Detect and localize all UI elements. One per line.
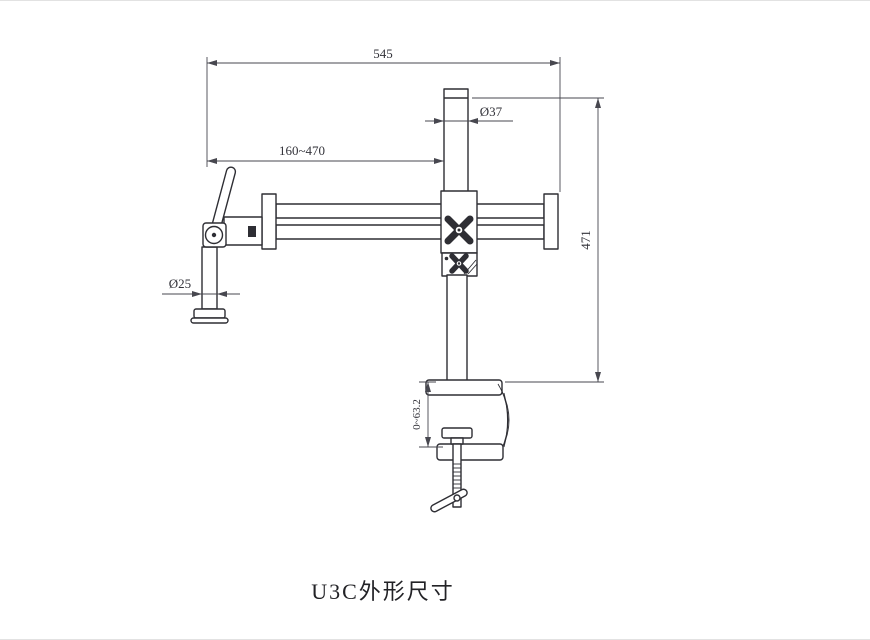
arrowhead xyxy=(434,118,444,124)
set-screw xyxy=(248,226,256,237)
clamp-pad-neck xyxy=(450,437,464,445)
dim-label-post-diameter: Ø25 xyxy=(169,276,191,291)
vertical-column xyxy=(443,88,469,194)
post-base xyxy=(190,317,229,324)
dim-label-overall-width: 545 xyxy=(373,46,393,61)
lock-knob-dot xyxy=(457,228,461,232)
left-post xyxy=(201,246,218,310)
arm-rail-lower xyxy=(275,224,545,240)
arrowhead xyxy=(207,158,217,164)
arrowhead xyxy=(192,291,202,297)
arrowhead xyxy=(425,437,431,447)
stand-geometry xyxy=(190,88,559,513)
lower-knob-dot xyxy=(457,262,461,265)
clamp-pad xyxy=(441,427,473,439)
dim-horizontal-range: 160~470 xyxy=(207,143,444,164)
focus-mount-block xyxy=(223,216,263,246)
clamp-back-inner xyxy=(503,392,508,448)
dim-overall-height: 471 xyxy=(472,97,604,383)
dim-label-horizontal-range: 160~470 xyxy=(279,143,325,158)
dimension-annotations: 545 160~470 Ø37 Ø25 xyxy=(162,46,604,448)
arm-rail-upper xyxy=(275,203,545,219)
arrowhead xyxy=(550,60,560,66)
dim-overall-width: 545 xyxy=(206,46,561,192)
clamp-screw-shaft xyxy=(452,443,462,508)
lower-block-dot xyxy=(444,256,449,261)
dim-clamp-opening: 0~63.2 xyxy=(411,381,443,448)
arrowhead xyxy=(207,60,217,66)
arrowhead xyxy=(434,158,444,164)
handle-junction xyxy=(453,494,461,502)
arm-right-cap xyxy=(543,193,559,250)
dim-label-overall-height: 471 xyxy=(578,230,593,250)
clamp-screw-handle xyxy=(430,488,468,513)
hatch-line xyxy=(467,263,478,275)
clamp-bottom-arm xyxy=(436,443,504,461)
clamp-back-mid xyxy=(500,388,509,452)
arrowhead xyxy=(468,118,478,124)
drawing-title: U3C外形尺寸 xyxy=(311,579,455,604)
arm-left-cap xyxy=(261,193,277,250)
post-foot xyxy=(193,308,226,319)
dim-label-column-diameter: Ø37 xyxy=(480,104,503,119)
arrowhead xyxy=(595,372,601,382)
arrowhead xyxy=(425,382,431,392)
arrowhead xyxy=(217,291,227,297)
clamp-top-plate xyxy=(425,379,503,396)
dim-post-diameter: Ø25 xyxy=(162,276,240,297)
arrowhead xyxy=(595,98,601,108)
joint-pivot-dot xyxy=(211,232,217,238)
lower-column xyxy=(446,274,468,383)
dim-label-clamp-opening: 0~63.2 xyxy=(411,399,423,430)
dim-column-diameter: Ø37 xyxy=(425,104,513,124)
